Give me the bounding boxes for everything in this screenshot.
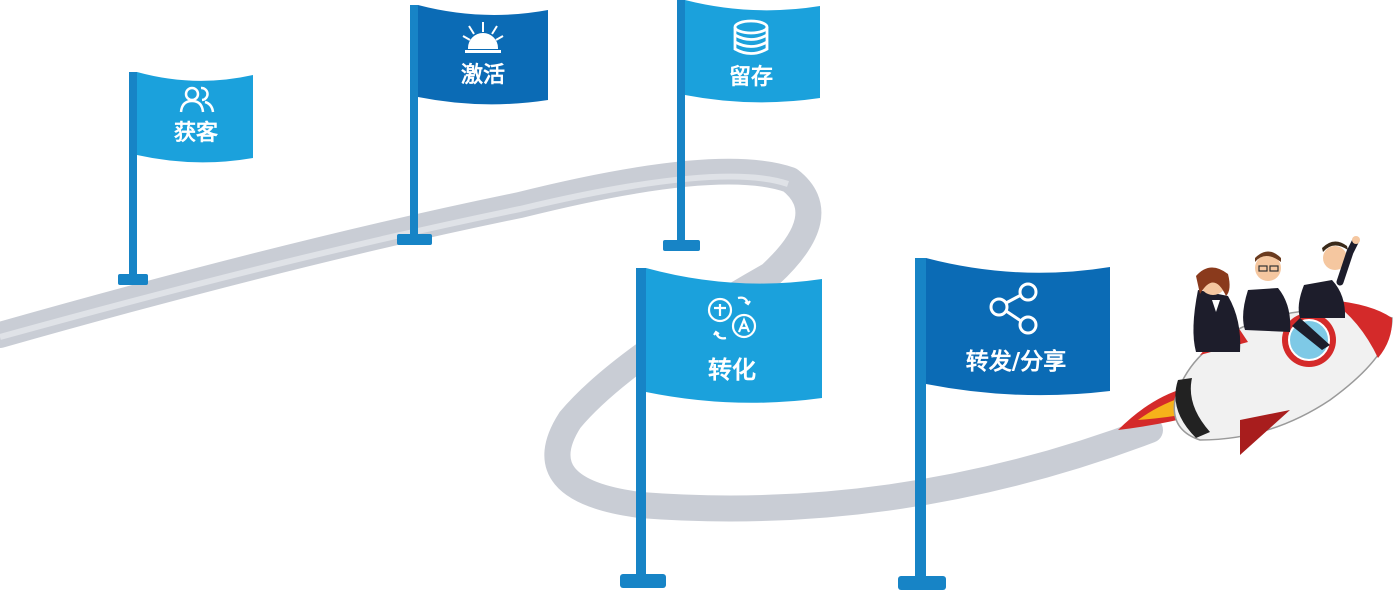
flag-pole [410, 5, 418, 237]
flag-label: 激活 [461, 62, 505, 88]
flag-cloth [418, 5, 548, 105]
flag-label: 留存 [729, 64, 773, 90]
flag-cloth [646, 268, 822, 403]
users-icon [179, 86, 215, 113]
translate-icon [707, 296, 757, 340]
flag-referral[interactable]: 转发/分享 [898, 258, 1110, 590]
rider-woman [1193, 267, 1241, 352]
sunrise-icon [462, 22, 504, 53]
flag-cloth [926, 258, 1110, 396]
flag-pole [677, 0, 685, 243]
flag-acquisition[interactable]: 获客 [118, 72, 253, 285]
flag-base [898, 576, 946, 590]
share-icon [989, 282, 1038, 335]
flag-base [663, 240, 700, 251]
rocket-fin [1240, 410, 1290, 455]
flag-retention[interactable]: 留存 [663, 0, 820, 251]
flag-base [118, 274, 148, 285]
flag-pole [636, 268, 646, 578]
flag-conversion[interactable]: 转化 [620, 268, 822, 588]
flag-base [620, 574, 666, 588]
database-icon [733, 19, 769, 55]
flag-activation[interactable]: 激活 [397, 5, 548, 245]
rider-man-glasses [1243, 251, 1291, 332]
flag-pole [915, 258, 926, 580]
flag-cloth [137, 72, 253, 163]
flag-label: 获客 [174, 120, 219, 146]
rocket-illustration [1118, 236, 1393, 455]
flag-label: 转发/分享 [966, 348, 1066, 375]
flag-pole [129, 72, 137, 277]
track-path [0, 158, 1163, 522]
flag-label: 转化 [708, 356, 756, 384]
rider-man-waving [1292, 236, 1360, 350]
flag-cloth [685, 0, 820, 103]
flag-base [397, 234, 432, 245]
